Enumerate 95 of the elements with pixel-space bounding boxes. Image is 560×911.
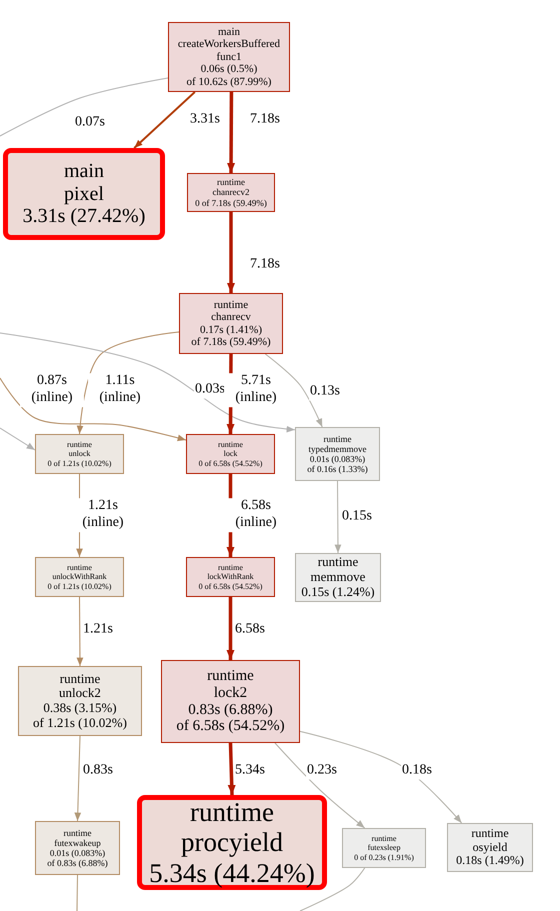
function-node	[35, 821, 120, 875]
node-label: of 7.18s (59.49%)	[191, 336, 271, 348]
node-label: 0 of 0.23s (1.91%)	[354, 852, 414, 862]
node-label: runtime	[218, 563, 243, 572]
function-node	[3, 148, 165, 240]
node-label: 0.15s (1.24%)	[301, 584, 375, 600]
function-node	[186, 434, 275, 474]
edge-label: 0.13s	[309, 384, 341, 400]
node-label: typedmemmove	[308, 444, 366, 454]
node-label: of 10.62s (87.99%)	[186, 76, 272, 88]
node-label: 0 of 6.58s (54.52%)	[198, 582, 262, 591]
node-label: 0 of 7.18s (59.49%)	[195, 198, 267, 208]
node-label: runtime	[60, 672, 100, 686]
node-label: chanrecv2	[212, 187, 250, 198]
arrow	[226, 597, 235, 660]
arrow	[226, 212, 236, 293]
node-label: unlock2	[59, 686, 101, 701]
node-label: of 6.58s (54.52%)	[176, 718, 285, 736]
node-label: runtime	[318, 555, 358, 570]
node-label: runtime	[214, 298, 248, 312]
node-label: 0.01s (0.083%)	[50, 848, 106, 858]
node-label: runtime	[190, 796, 274, 828]
function-node	[295, 427, 380, 481]
arrow	[0, 428, 36, 450]
function-node	[447, 823, 533, 872]
arrow	[134, 91, 196, 149]
node-label: lockWithRank	[207, 572, 254, 582]
connector-line	[76, 874, 78, 911]
node-label: memmove	[310, 570, 366, 585]
node-label: unlockWithRank	[52, 572, 107, 582]
arrow	[274, 742, 366, 828]
node-label: runtime	[207, 668, 254, 685]
function-node	[35, 434, 124, 474]
node-label: 0.38s (3.15%)	[43, 701, 117, 716]
arrow	[0, 378, 186, 442]
node-label: runtime	[218, 440, 243, 450]
arrow	[74, 736, 82, 822]
function-node	[137, 795, 327, 890]
node-label: chanrecv	[211, 311, 251, 324]
function-node	[342, 828, 426, 868]
node-label: lock2	[214, 684, 248, 702]
function-node	[186, 557, 275, 597]
arrow	[334, 480, 342, 554]
node-label: lock	[224, 449, 238, 459]
connector-line	[0, 78, 168, 136]
function-node	[168, 22, 290, 92]
node-label: of 0.16s (1.33%)	[307, 464, 368, 474]
node-label: futexsleep	[368, 843, 400, 853]
connector-line	[300, 868, 366, 911]
node-label: runtime	[67, 440, 92, 450]
node-label: runtime	[67, 563, 92, 572]
arrow	[76, 332, 180, 434]
edge-label: 0.23s	[306, 762, 338, 780]
node-label: runtime	[217, 177, 245, 188]
edge-label: 0.87s (inline)	[20, 373, 84, 407]
function-node	[187, 173, 275, 212]
node-label: 3.31s (27.42%)	[22, 205, 146, 228]
function-node	[35, 557, 124, 597]
arrow	[0, 332, 296, 432]
node-label: createWorkersBuffered	[178, 38, 280, 51]
node-label: main	[218, 26, 240, 38]
node-label: 0.01s (0.083%)	[310, 454, 366, 464]
arrow	[300, 730, 462, 824]
node-label: main	[64, 160, 104, 183]
edge-label: 0.03s	[194, 382, 226, 398]
node-label: 0.83s (6.88%)	[188, 702, 273, 718]
edge-label: 5.71s (inline)	[224, 373, 288, 407]
edge-label: 0.18s	[401, 762, 433, 780]
arrow	[228, 742, 236, 796]
node-label: runtime	[324, 434, 352, 444]
node-label: of 0.83s (6.88%)	[47, 858, 108, 868]
arrow	[227, 92, 236, 174]
node-label: runtime	[471, 827, 509, 841]
arrow	[264, 354, 323, 428]
node-label: osyield	[472, 840, 508, 854]
node-label: 0.06s (0.5%)	[200, 63, 258, 76]
node-label: futexwakeup	[54, 838, 101, 848]
node-label: 5.34s (44.24%)	[149, 858, 315, 888]
node-label: func1	[216, 50, 242, 64]
node-label: 0 of 6.58s (54.52%)	[198, 458, 262, 468]
node-label: procyield	[181, 827, 283, 858]
node-label: pixel	[64, 182, 104, 206]
node-label: of 1.21s (10.02%)	[33, 716, 127, 730]
node-label: 0.17s (1.41%)	[200, 324, 262, 336]
node-label: 0 of 1.21s (10.02%)	[48, 458, 112, 468]
function-node	[295, 553, 381, 602]
node-label: 0 of 1.21s (10.02%)	[48, 582, 112, 591]
node-label: runtime	[372, 834, 396, 844]
function-node	[161, 660, 300, 743]
node-label: 0.18s (1.49%)	[456, 854, 524, 868]
function-node	[179, 293, 283, 354]
node-label: runtime	[64, 828, 92, 838]
function-node	[18, 666, 142, 736]
node-label: unlock	[68, 449, 90, 459]
arrow	[76, 596, 84, 666]
